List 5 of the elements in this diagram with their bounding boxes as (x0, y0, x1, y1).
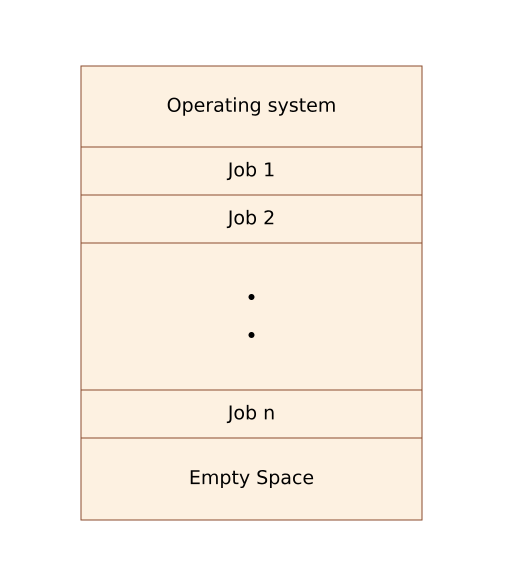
memory-row: Operating system (80, 66, 422, 148)
memory-row: Job 1 (80, 146, 422, 196)
memory-row: Job 2 (80, 194, 422, 244)
memory-row: Job n (80, 390, 422, 438)
memory-row: Empty Space (80, 438, 422, 520)
